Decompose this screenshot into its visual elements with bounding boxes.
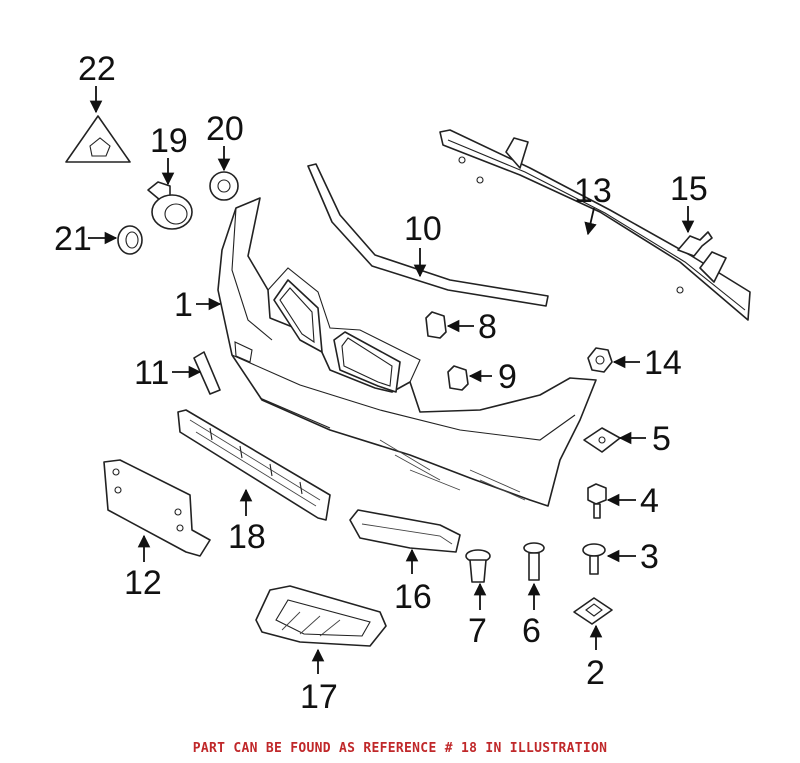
reflector-part xyxy=(193,351,221,395)
callout-4: 4 xyxy=(640,482,659,520)
callout-19: 19 xyxy=(150,122,188,160)
expansion-nut-part xyxy=(465,549,491,583)
callout-6: 6 xyxy=(522,612,541,650)
fog-light-trim-part xyxy=(255,585,387,647)
upper-trim-strip-part xyxy=(307,163,549,307)
callout-10: 10 xyxy=(404,210,442,248)
reference-footnote: PART CAN BE FOUND AS REFERENCE # 18 IN I… xyxy=(192,741,608,756)
callout-7: 7 xyxy=(468,612,487,650)
callout-arrows xyxy=(88,86,695,674)
clip-nut-part xyxy=(573,597,613,625)
stud-part xyxy=(523,542,545,581)
sensor-ring-part xyxy=(117,225,143,255)
callout-18: 18 xyxy=(228,518,266,556)
callout-8: 8 xyxy=(478,308,497,346)
reinforcement-bar-part xyxy=(439,129,751,321)
callout-21: 21 xyxy=(54,220,92,258)
bracket-part-9 xyxy=(447,365,469,391)
callout-17: 17 xyxy=(300,678,338,716)
parking-sensor-part xyxy=(147,181,193,230)
callout-13: 13 xyxy=(574,172,612,210)
callout-3: 3 xyxy=(640,538,659,576)
bumper-cover-part xyxy=(217,197,597,507)
callout-22: 22 xyxy=(78,50,116,88)
callout-20: 20 xyxy=(206,110,244,148)
callout-12: 12 xyxy=(124,564,162,602)
lower-grille-part xyxy=(177,409,331,521)
callout-labels: 22 19 20 21 1 10 13 15 8 9 11 14 5 4 3 2… xyxy=(54,50,708,716)
license-plate-bracket-part xyxy=(103,459,211,557)
callout-14: 14 xyxy=(644,344,682,382)
lower-trim-part xyxy=(349,509,461,553)
callout-11: 11 xyxy=(134,354,169,392)
callout-16: 16 xyxy=(394,578,432,616)
callout-1: 1 xyxy=(174,286,193,324)
bracket-part-8 xyxy=(425,311,447,339)
push-pin-part xyxy=(677,231,713,257)
callout-5: 5 xyxy=(652,420,671,458)
screw-part xyxy=(582,543,606,575)
bolt-part xyxy=(587,483,607,519)
callout-2: 2 xyxy=(586,654,605,692)
callout-9: 9 xyxy=(498,358,517,396)
warning-label-part xyxy=(65,115,131,163)
callout-15: 15 xyxy=(670,170,708,208)
grommet-part xyxy=(209,171,239,201)
clip-part xyxy=(583,427,621,453)
nut-part xyxy=(587,347,613,373)
